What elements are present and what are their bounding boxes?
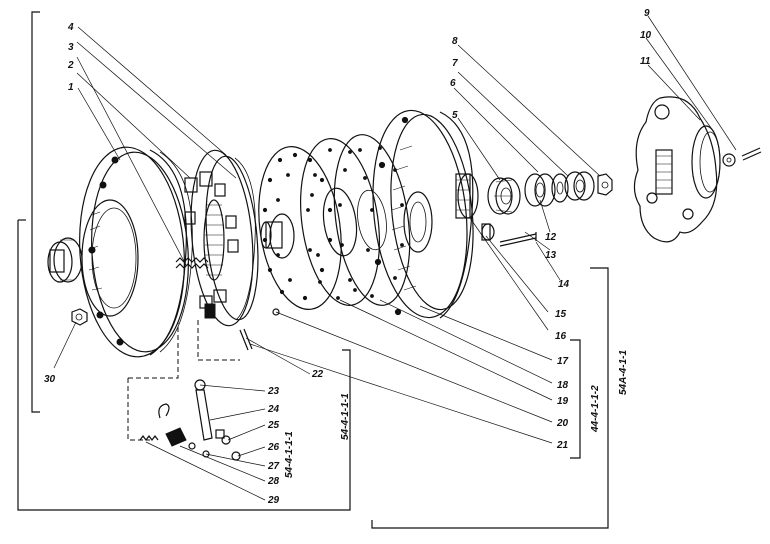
callout-4: 4 [67,22,74,33]
callout-27: 27 [267,461,280,472]
part-17-clutch-housing [372,109,474,319]
callout-18: 18 [557,380,569,391]
callout-14: 14 [558,279,570,290]
callout-20: 20 [556,418,569,429]
assembly-codes: 54-4-1-1-1 54-4-1-1-1 44-4-1-1-2 54A-4-1… [284,350,629,478]
callout-26: 26 [267,442,280,453]
callout-15: 15 [555,309,567,320]
part-4-pressure-plate [190,149,259,327]
part-6-bearing [524,173,556,207]
part-5-bearing [487,177,521,215]
callout-13: 13 [545,250,557,261]
callout-23: 23 [267,386,280,397]
part-15-bushing [481,223,495,241]
assembly-code-44-4-1-1-2: 44-4-1-1-2 [590,385,601,433]
linkage-group [127,320,241,461]
callout-11: 11 [640,56,651,67]
callout-24: 24 [267,404,280,415]
callout-29: 29 [267,495,280,506]
part-1-flywheel [47,146,193,358]
assembly-bracket-left [31,11,40,413]
callout-6: 6 [450,78,456,89]
part-2-pressure-springs [175,199,225,281]
callout-25: 25 [267,420,280,431]
callout-16: 16 [555,331,567,342]
callout-22: 22 [311,369,324,380]
callout-8: 8 [452,36,458,47]
assembly-code-54A-4-1-1: 54A-4-1-1 [618,350,629,395]
part-10-washer [722,153,736,167]
callout-28: 28 [267,476,280,487]
part-14-bolt [499,232,537,247]
callout-7: 7 [452,58,458,69]
assembly-bracket-lower [17,219,609,529]
part-21-ball [272,308,280,316]
part-3-release-levers [184,171,239,319]
callout-5: 5 [452,110,458,121]
assembly-code-54-4-1-1-1-outer: 54-4-1-1-1 [340,393,351,440]
callout-labels: 1 2 3 4 5 6 7 8 9 10 11 12 13 14 15 16 1… [44,8,652,506]
part-11-flange [633,96,721,243]
part-20-driven-disc [258,146,342,310]
callout-19: 19 [557,396,569,407]
assembly-code-54-4-1-1-1-inner: 54-4-1-1-1 [284,431,295,478]
part-9-bolt [741,147,762,161]
callout-2: 2 [67,60,74,71]
callout-1: 1 [68,82,74,93]
part-30-nut [71,308,88,326]
part-8-nut [597,173,613,196]
callout-12: 12 [545,232,557,243]
leader-lines [53,15,737,501]
callout-3: 3 [68,42,74,53]
part-16-housing-hub [455,173,479,219]
callout-17: 17 [557,356,569,367]
part-22-pin [239,328,253,351]
part-7-bearing [564,171,595,201]
callout-10: 10 [640,30,652,41]
callout-30: 30 [44,374,56,385]
callout-9: 9 [644,8,650,19]
part-12-washer [551,173,569,203]
callout-21: 21 [556,440,569,451]
